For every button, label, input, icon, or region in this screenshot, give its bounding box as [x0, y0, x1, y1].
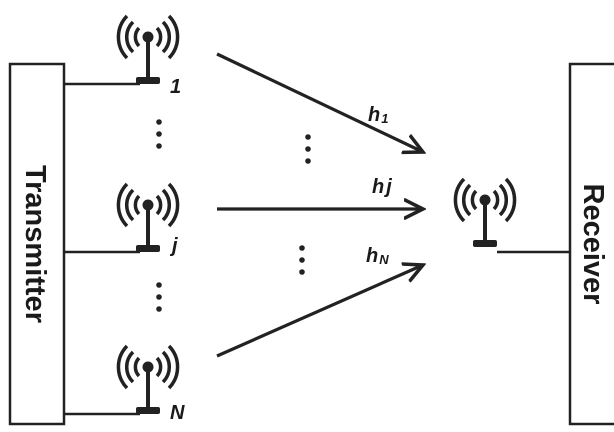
receive-antenna: [453, 177, 517, 249]
wireless-antenna-icon: [116, 344, 180, 416]
receiver-label: Receiver: [577, 184, 609, 305]
antenna-n-label: N: [170, 402, 185, 424]
transmitter-box: [8, 62, 66, 426]
antenna-j: j: [116, 182, 180, 257]
channel-arrow-hn: [216, 265, 423, 358]
transmitter-block: Transmitter: [8, 62, 66, 426]
wireless-antenna-icon: [116, 14, 180, 86]
antenna-j-label: j: [169, 235, 178, 257]
vertical-ellipsis-icon: [299, 245, 305, 275]
wireless-antenna-icon: [116, 182, 180, 254]
receiver-box: [568, 62, 614, 426]
channel-arrow-h1: [216, 52, 423, 152]
channel-h1-label: h1: [368, 104, 388, 126]
antenna-n: N: [116, 344, 185, 424]
antenna-1: 1: [116, 14, 181, 98]
vertical-ellipsis-icon: [156, 282, 162, 312]
transmitter-label: Transmitter: [19, 165, 51, 323]
vertical-ellipsis-icon: [156, 119, 162, 149]
wireless-antenna-icon: [453, 177, 517, 249]
channel-hn-label: hN: [366, 245, 389, 267]
vertical-ellipsis-icon: [305, 134, 311, 164]
antenna-1-label: 1: [170, 76, 181, 98]
receiver-block: Receiver: [568, 62, 614, 426]
